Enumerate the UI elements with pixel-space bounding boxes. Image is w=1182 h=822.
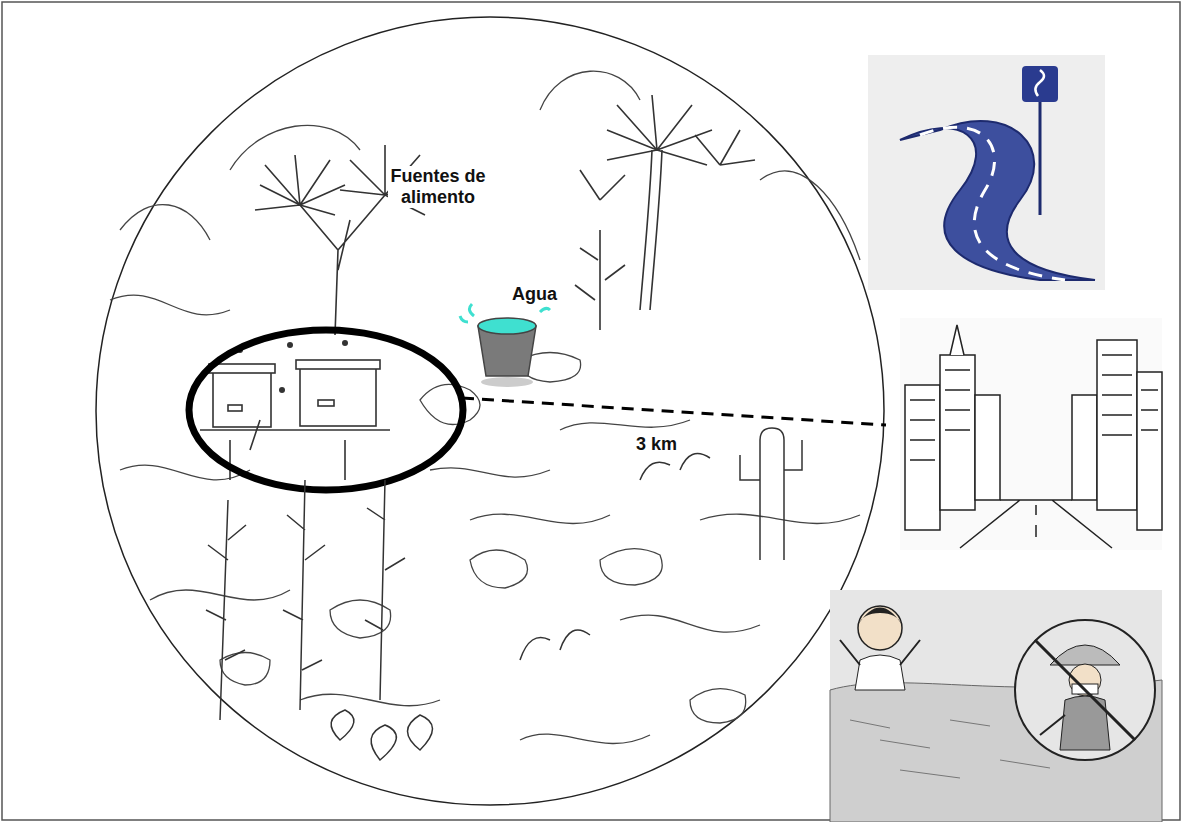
woman-arms bbox=[840, 640, 920, 665]
city-panel bbox=[900, 318, 1162, 550]
road-centre-line bbox=[920, 127, 1065, 280]
sign-curve bbox=[1035, 70, 1044, 96]
bee bbox=[342, 340, 348, 346]
road-background bbox=[868, 55, 1105, 290]
prohibition-slash bbox=[1035, 640, 1135, 740]
palm-fronds bbox=[580, 95, 755, 200]
pesticide-background bbox=[830, 590, 1162, 822]
hive-entrance bbox=[318, 400, 334, 406]
palm-trunk bbox=[640, 150, 662, 310]
sign-post bbox=[1039, 102, 1042, 215]
apiary-ellipse bbox=[189, 330, 463, 490]
building bbox=[975, 395, 1000, 500]
bucket-water bbox=[478, 318, 536, 334]
flower-bushes bbox=[520, 454, 710, 660]
sprayer-body bbox=[1060, 696, 1110, 750]
map-label: Fuentes de alimento bbox=[388, 166, 488, 208]
bees bbox=[237, 340, 348, 393]
road-sign bbox=[1022, 66, 1058, 102]
prohibition-circle bbox=[1015, 620, 1155, 760]
rocks bbox=[220, 353, 746, 724]
bee bbox=[279, 387, 285, 393]
plants bbox=[206, 428, 802, 760]
maize-plant bbox=[283, 480, 325, 710]
building-spire bbox=[950, 325, 964, 355]
building bbox=[1072, 395, 1097, 500]
water-splash bbox=[460, 304, 550, 322]
landscape-lines bbox=[110, 71, 860, 743]
beehive-lid bbox=[296, 360, 380, 369]
water-bucket bbox=[460, 304, 550, 387]
woman-head bbox=[858, 606, 902, 650]
woman-hair bbox=[858, 608, 902, 626]
distance-line bbox=[462, 398, 886, 425]
hive-entrance bbox=[228, 405, 242, 411]
maize-plant bbox=[206, 500, 246, 720]
map-label: Agua bbox=[512, 284, 572, 305]
road-panel bbox=[868, 55, 1105, 290]
building bbox=[940, 355, 975, 510]
landscape-circle bbox=[96, 17, 884, 805]
beehive bbox=[300, 368, 376, 426]
beehive-lid bbox=[209, 364, 275, 373]
palm-tree bbox=[575, 95, 755, 330]
spray-wand bbox=[1040, 715, 1065, 735]
beehives bbox=[200, 360, 390, 480]
sprayer-hat bbox=[1050, 645, 1120, 665]
bucket-shadow bbox=[481, 377, 533, 387]
bean-leaves bbox=[331, 710, 432, 760]
map-label: 3 km bbox=[636, 434, 696, 455]
building bbox=[1137, 372, 1162, 530]
road bbox=[900, 121, 1095, 280]
ground-lines bbox=[110, 295, 860, 743]
bee bbox=[287, 342, 293, 348]
building bbox=[1097, 340, 1137, 510]
tree-trunk bbox=[300, 195, 385, 335]
maize-plant bbox=[365, 480, 405, 700]
field-lines bbox=[850, 720, 1050, 778]
city-background bbox=[900, 318, 1162, 550]
building bbox=[905, 385, 940, 530]
pesticide-panel bbox=[830, 590, 1162, 822]
building-windows bbox=[910, 355, 1158, 460]
beehive bbox=[213, 372, 271, 427]
city-street bbox=[960, 500, 1112, 548]
cactus bbox=[740, 428, 802, 560]
woman-body bbox=[855, 655, 905, 690]
canopy-lines bbox=[120, 71, 860, 260]
hive-stand bbox=[200, 420, 390, 480]
shrub bbox=[575, 230, 625, 330]
